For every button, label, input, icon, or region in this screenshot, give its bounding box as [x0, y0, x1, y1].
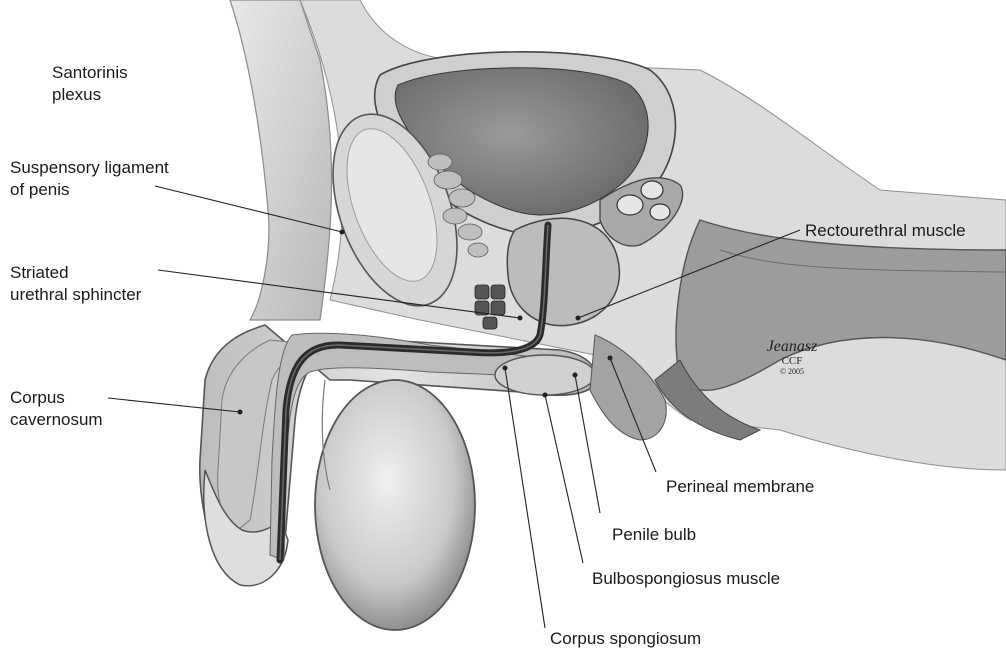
- leader-corpus-spongiosum: [505, 368, 545, 628]
- label-suspensory-ligament: Suspensory ligament of penis: [10, 157, 169, 201]
- artist-signature: Jeanasz CCF © 2005: [752, 338, 832, 377]
- label-perineal-membrane: Perineal membrane: [666, 476, 814, 498]
- label-suspensory-ligament-line1: Suspensory ligament: [10, 157, 169, 179]
- signature-institution: CCF: [752, 355, 832, 367]
- label-striated-sphincter-line1: Striated: [10, 262, 141, 284]
- signature-artist: Jeanasz: [752, 338, 832, 355]
- prostate: [507, 218, 619, 325]
- label-striated-sphincter-line2: urethral sphincter: [10, 284, 141, 306]
- abdominal-wall: [230, 0, 332, 320]
- label-penile-bulb: Penile bulb: [612, 524, 696, 546]
- label-rectourethral-muscle: Rectourethral muscle: [805, 220, 966, 242]
- label-corpus-cavernosum-line2: cavernosum: [10, 409, 103, 431]
- label-santorinis-plexus: Santorinis plexus: [52, 62, 128, 106]
- leader-bulbospongiosus-muscle: [545, 395, 583, 563]
- testis: [315, 380, 475, 630]
- label-suspensory-ligament-line2: of penis: [10, 179, 169, 201]
- signature-year: © 2005: [752, 367, 832, 377]
- label-corpus-cavernosum-line1: Corpus: [10, 387, 103, 409]
- label-striated-sphincter: Striated urethral sphincter: [10, 262, 141, 306]
- label-santorinis-plexus-line2: plexus: [52, 84, 128, 106]
- label-santorinis-plexus-line1: Santorinis: [52, 62, 128, 84]
- label-bulbospongiosus-muscle: Bulbospongiosus muscle: [592, 568, 780, 590]
- penile-bulb-shape: [495, 355, 595, 395]
- label-corpus-cavernosum: Corpus cavernosum: [10, 387, 103, 431]
- label-corpus-spongiosum: Corpus spongiosum: [550, 628, 701, 650]
